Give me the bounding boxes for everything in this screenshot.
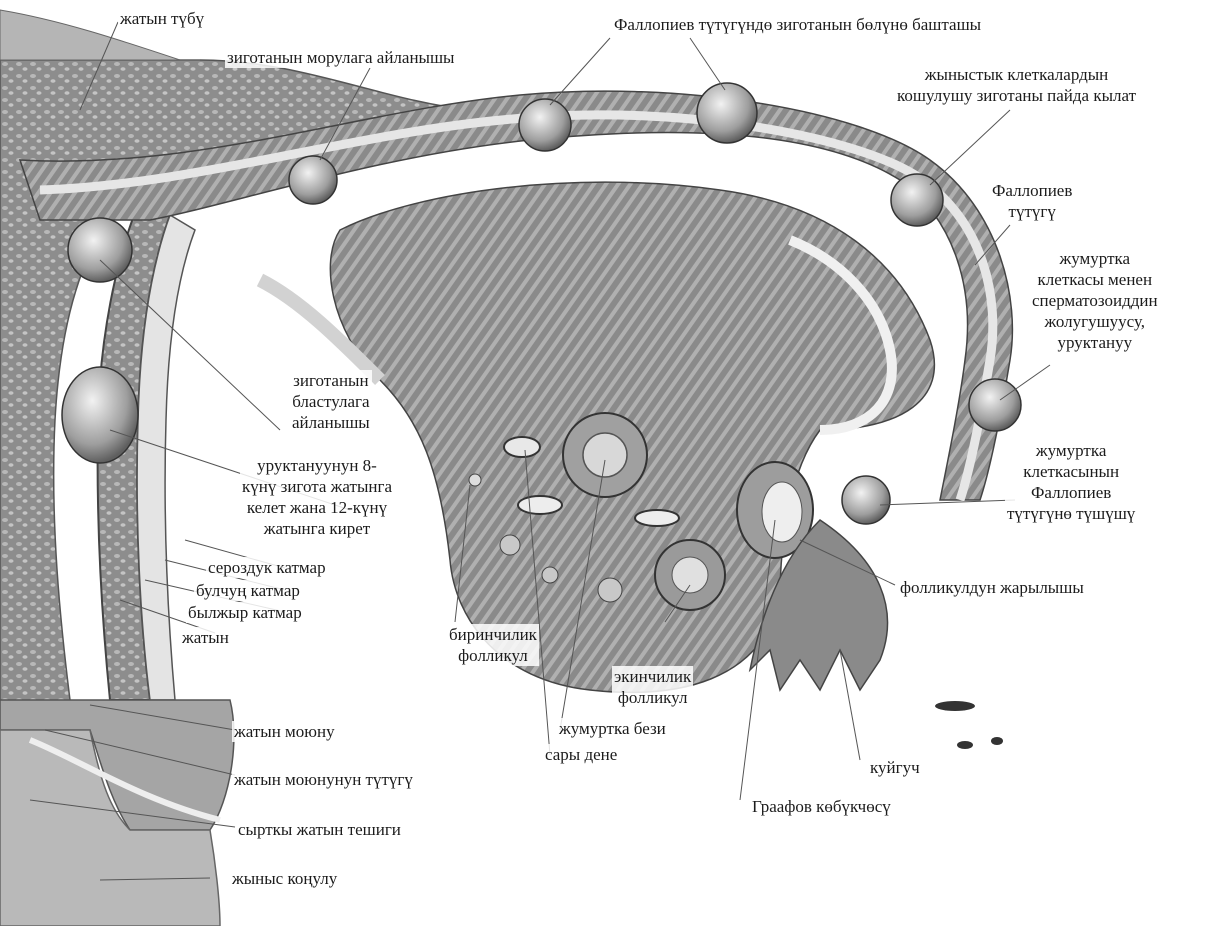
- label-ovary: жумуртка бези: [557, 718, 668, 739]
- label-implantation: уруктануунун 8- күнү зигота жатынга келе…: [240, 455, 394, 539]
- primary-follicle-shape: [469, 474, 481, 486]
- label-ovulation: фолликулдун жарылышы: [898, 577, 1086, 598]
- fertilization-egg: [969, 379, 1021, 431]
- label-uterine-fundus: жатын түбү: [118, 8, 206, 29]
- label-corpus-luteum: сары дене: [543, 744, 619, 765]
- label-external-os: сырткы жатын тешиги: [236, 819, 403, 840]
- label-blastula-stage: зиготанын бластулага айланышы: [290, 370, 372, 433]
- label-egg-entering-tube: жумуртка клеткасынын Фаллопиев түтүгүнө …: [1005, 440, 1137, 524]
- label-cervical-canal: жатын моюнунун түтүгү: [232, 769, 415, 790]
- label-secondary-follicle: экинчилик фолликул: [612, 666, 693, 708]
- label-zygote-formation: жыныстык клеткалардын кошулушу зиготаны …: [895, 64, 1138, 106]
- label-vagina: жыныс коңулу: [230, 868, 339, 889]
- corpus-luteum-shape: [504, 437, 540, 457]
- label-muscle-layer: булчуң катмар: [194, 580, 302, 601]
- zygote: [697, 83, 757, 143]
- ovulated-egg: [842, 476, 890, 524]
- label-fimbriae: куйгуч: [868, 757, 922, 778]
- label-cervix: жатын моюну: [232, 721, 337, 742]
- cleaving-zygote: [519, 99, 571, 151]
- label-fallopian-tube: Фаллопиев түтүгү: [990, 180, 1074, 222]
- blastula-implanting: [62, 367, 138, 463]
- label-zygote-cleavage: Фаллопиев түтүгүндө зиготанын бөлүнө баш…: [612, 14, 983, 35]
- label-mucous-layer: былжыр катмар: [186, 602, 304, 623]
- label-serous-layer: сероздук катмар: [206, 557, 328, 578]
- label-primary-follicle: биринчилик фолликул: [447, 624, 539, 666]
- label-morula-stage: зиготанын морулага айланышы: [225, 47, 456, 68]
- fusing-cells: [891, 174, 943, 226]
- label-uterus: жатын: [180, 627, 231, 648]
- morula: [289, 156, 337, 204]
- blastula-early: [68, 218, 132, 282]
- label-graafian-follicle: Граафов көбүкчөсү: [750, 796, 893, 817]
- label-fertilization: жумуртка клеткасы менен сперматозоиддин …: [1030, 248, 1160, 353]
